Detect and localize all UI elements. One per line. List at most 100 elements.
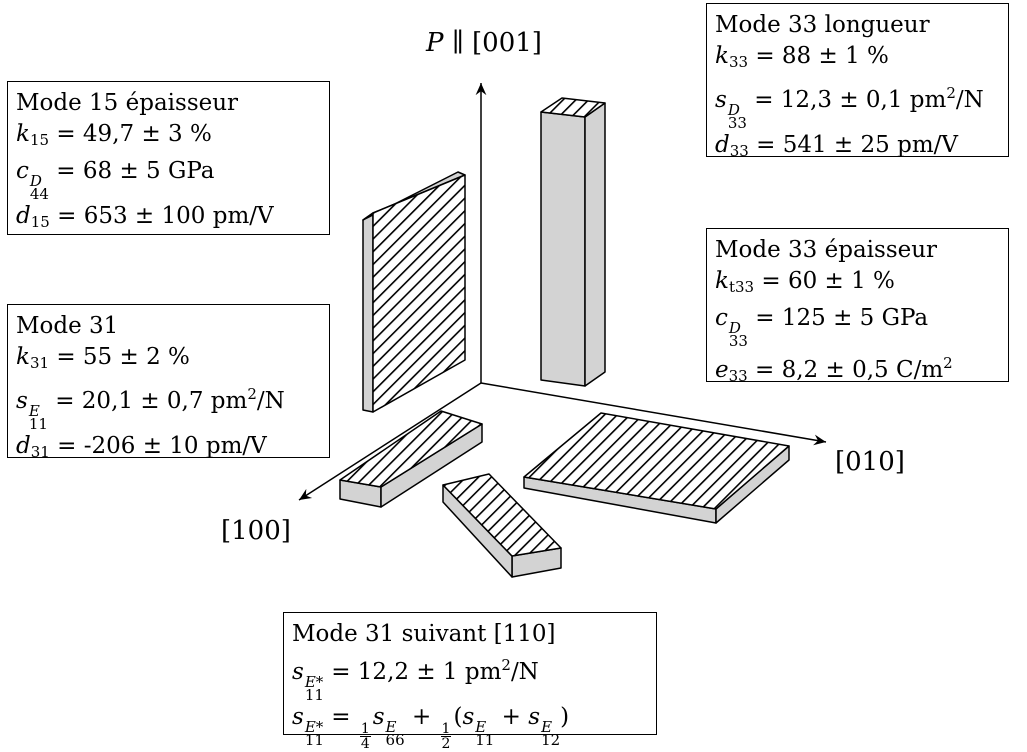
mode31-110-paren-open: ( xyxy=(453,704,463,730)
mode15-k-sub: 15 xyxy=(29,131,50,149)
thin-plate-sample xyxy=(362,171,466,413)
mode31-110-plus2: + xyxy=(501,704,521,730)
mode31-s-unit-sup: 2 xyxy=(247,385,257,403)
mode15-c-sub: 44 xyxy=(29,185,49,203)
mode33l-d-sub: 33 xyxy=(729,142,749,160)
mode33l-d-value: = 541 ± 25 pm/V xyxy=(756,132,958,158)
mode33e-title: Mode 33 épaisseur xyxy=(715,237,938,263)
mode15-d-value: = 653 ± 100 pm/V xyxy=(57,203,274,229)
flat-plate-sample xyxy=(523,412,790,524)
axis-100-label: [100] xyxy=(221,516,291,546)
mode31-110-t2-sym: s xyxy=(462,704,475,730)
axis-001-label-text: ∥ [001] xyxy=(451,28,542,58)
mode31-110-s2-sub: 11 xyxy=(304,731,324,749)
crystal-axes-diagram xyxy=(298,83,827,578)
mode31-s-sym: s xyxy=(16,388,28,414)
mode31-110-s1-sub: 11 xyxy=(304,686,324,704)
mode31-s-unit-tail: /N xyxy=(256,388,285,414)
mode31-s-sub: 11 xyxy=(28,415,48,433)
mode33l-s-unit-sup: 2 xyxy=(946,84,956,102)
mode33l-s-sym: s xyxy=(715,87,727,113)
mode31-110-s1-value: = 12,2 ± 1 pm xyxy=(331,659,502,685)
mode31-110-eq: = xyxy=(331,704,351,730)
mode31-110-s1-sup: E* xyxy=(304,673,324,691)
mode31-110-t3-sup: E xyxy=(541,718,553,736)
mode31-110-s1-unit-tail: /N xyxy=(510,659,539,685)
mode31-d-sub: 31 xyxy=(30,443,50,461)
mode31-s-value: = 20,1 ± 0,7 pm xyxy=(55,388,248,414)
mode15-c-sym: c xyxy=(16,158,29,184)
mode31-110-paren-close: ) xyxy=(560,704,570,730)
mode33l-k-sub: 33 xyxy=(728,53,749,71)
mode33e-k-sub: t33 xyxy=(728,278,755,296)
axis-010-arrow xyxy=(480,382,827,446)
mode15-c-sup: D xyxy=(29,172,42,190)
mode31-110-t2-sup: E xyxy=(475,718,487,736)
axis-100-arrow xyxy=(298,382,482,501)
mode15-k-line: k15 = 49,7 ± 3 % xyxy=(16,119,321,156)
mode31-110-s1-sym: s xyxy=(292,659,304,685)
mode33l-k-line: k33 = 88 ± 1 % xyxy=(715,41,1000,78)
mode31-110-t1-sym: s xyxy=(372,704,385,730)
fraction-half-den: 2 xyxy=(441,736,451,752)
mode33l-s-unit-tail: /N xyxy=(955,87,984,113)
mode33e-c-sup: D xyxy=(728,319,741,337)
mode33l-s-sup: D xyxy=(727,101,740,119)
mode31-110-t2-sub: 11 xyxy=(475,731,495,749)
mode33l-d-line: d33 = 541 ± 25 pm/V xyxy=(715,130,1000,167)
mode31-d-value: = -206 ± 10 pm/V xyxy=(57,433,267,459)
mode31-110-t1-sup: E xyxy=(385,718,397,736)
mode33e-k-sym: k xyxy=(715,268,729,294)
axis-010-label: [010] xyxy=(835,447,905,477)
mode31-110-plus1: + xyxy=(411,704,432,730)
mode33e-k-value: = 60 ± 1 % xyxy=(761,268,895,294)
mode31-k-value: = 55 ± 2 % xyxy=(56,344,190,370)
mode33e-e-line: e33 = 8,2 ± 0,5 C/m2 xyxy=(715,348,1000,392)
mode15-k-sym: k xyxy=(16,121,30,147)
mode15-title: Mode 15 épaisseur xyxy=(16,90,239,116)
mode31-110-s2-sym: s xyxy=(292,704,304,730)
mode31-d-line: d31 = -206 ± 10 pm/V xyxy=(16,431,321,468)
mode33e-c-sym: c xyxy=(715,305,728,331)
tall-bar-sample xyxy=(540,97,606,387)
mode33l-k-value: = 88 ± 1 % xyxy=(755,43,889,69)
mode31-title: Mode 31 xyxy=(16,313,119,339)
mode33l-k-sym: k xyxy=(715,43,729,69)
mode15-k-value: = 49,7 ± 3 % xyxy=(56,121,212,147)
mode33e-e-sym: e xyxy=(715,357,729,383)
mode33l-title: Mode 33 longueur xyxy=(715,12,930,38)
mode31-110-t3-sym: s xyxy=(528,704,541,730)
bar-110-sample xyxy=(442,473,562,578)
mode15-c-value: = 68 ± 5 GPa xyxy=(56,158,215,184)
fraction-quarter-den: 4 xyxy=(360,736,370,752)
mode31-110-s1-unit-sup: 2 xyxy=(501,656,511,674)
mode33e-c-sub: 33 xyxy=(728,332,748,350)
mode33e-e-sub: 33 xyxy=(728,367,748,385)
bar-100-sample xyxy=(339,410,483,508)
mode33l-s-sub: 33 xyxy=(727,114,747,132)
mode31-k-line: k31 = 55 ± 2 % xyxy=(16,342,321,379)
axis-001-label-p: P xyxy=(426,28,444,58)
mode31-110-t1-sub: 66 xyxy=(385,731,405,749)
mode33e-e-unit-sup: 2 xyxy=(943,354,953,372)
mode31-110-s2-sup: E* xyxy=(304,718,324,736)
mode15-d-line: d15 = 653 ± 100 pm/V xyxy=(16,201,321,238)
mode31-110-title: Mode 31 suivant [110] xyxy=(292,621,556,647)
mode31-k-sub: 31 xyxy=(29,354,50,372)
mode33e-k-line: kt33 = 60 ± 1 % xyxy=(715,266,1000,303)
mode31-k-sym: k xyxy=(16,344,30,370)
axis-001-label: P ∥ [001] xyxy=(426,28,542,58)
